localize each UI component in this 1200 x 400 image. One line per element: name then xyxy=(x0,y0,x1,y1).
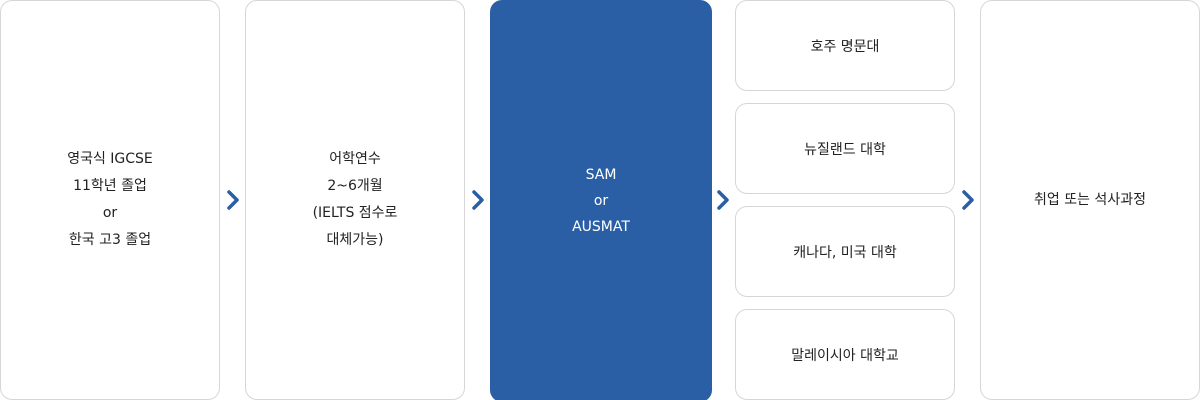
chevron-right-icon xyxy=(226,189,240,211)
chevron-right-icon xyxy=(961,189,975,211)
step-card-igcse: 영국식 IGCSE 11학년 졸업 or 한국 고3 졸업 xyxy=(0,0,220,400)
step-card-sam-ausmat: SAM or AUSMAT xyxy=(490,0,712,400)
destination-list: 호주 명문대 뉴질랜드 대학 캐나다, 미국 대학 말레이시아 대학교 xyxy=(735,0,955,400)
chevron-right-icon xyxy=(471,189,485,211)
step-line: or xyxy=(102,205,118,221)
step-card-text: SAM or AUSMAT xyxy=(572,162,630,240)
step-card-text: 어학연수 2~6개월 (IELTS 점수로 대체가능) xyxy=(313,146,398,254)
step-card-text: 영국식 IGCSE 11학년 졸업 or 한국 고3 졸업 xyxy=(67,146,153,254)
step-line: 어학연수 xyxy=(329,151,381,167)
step-card-text: 취업 또는 석사과정 xyxy=(1034,187,1146,214)
step-line: 대체가능) xyxy=(326,232,384,248)
step-card-career: 취업 또는 석사과정 xyxy=(980,0,1200,400)
step-line: 취업 또는 석사과정 xyxy=(1034,191,1146,208)
destination-item: 호주 명문대 xyxy=(735,0,955,91)
step-card-language: 어학연수 2~6개월 (IELTS 점수로 대체가능) xyxy=(245,0,465,400)
step-line: 2~6개월 xyxy=(327,178,383,194)
step-line: or xyxy=(593,193,609,209)
destination-item: 뉴질랜드 대학 xyxy=(735,103,955,194)
step-line: 한국 고3 졸업 xyxy=(68,232,152,248)
step-line: SAM xyxy=(585,167,617,183)
step-line: 11학년 졸업 xyxy=(73,178,147,194)
step-line: AUSMAT xyxy=(572,219,630,235)
step-line: (IELTS 점수로 xyxy=(312,205,398,221)
destination-item: 캐나다, 미국 대학 xyxy=(735,206,955,297)
destination-item: 말레이시아 대학교 xyxy=(735,309,955,400)
chevron-right-icon xyxy=(716,189,730,211)
step-line: 영국식 IGCSE xyxy=(67,151,153,167)
